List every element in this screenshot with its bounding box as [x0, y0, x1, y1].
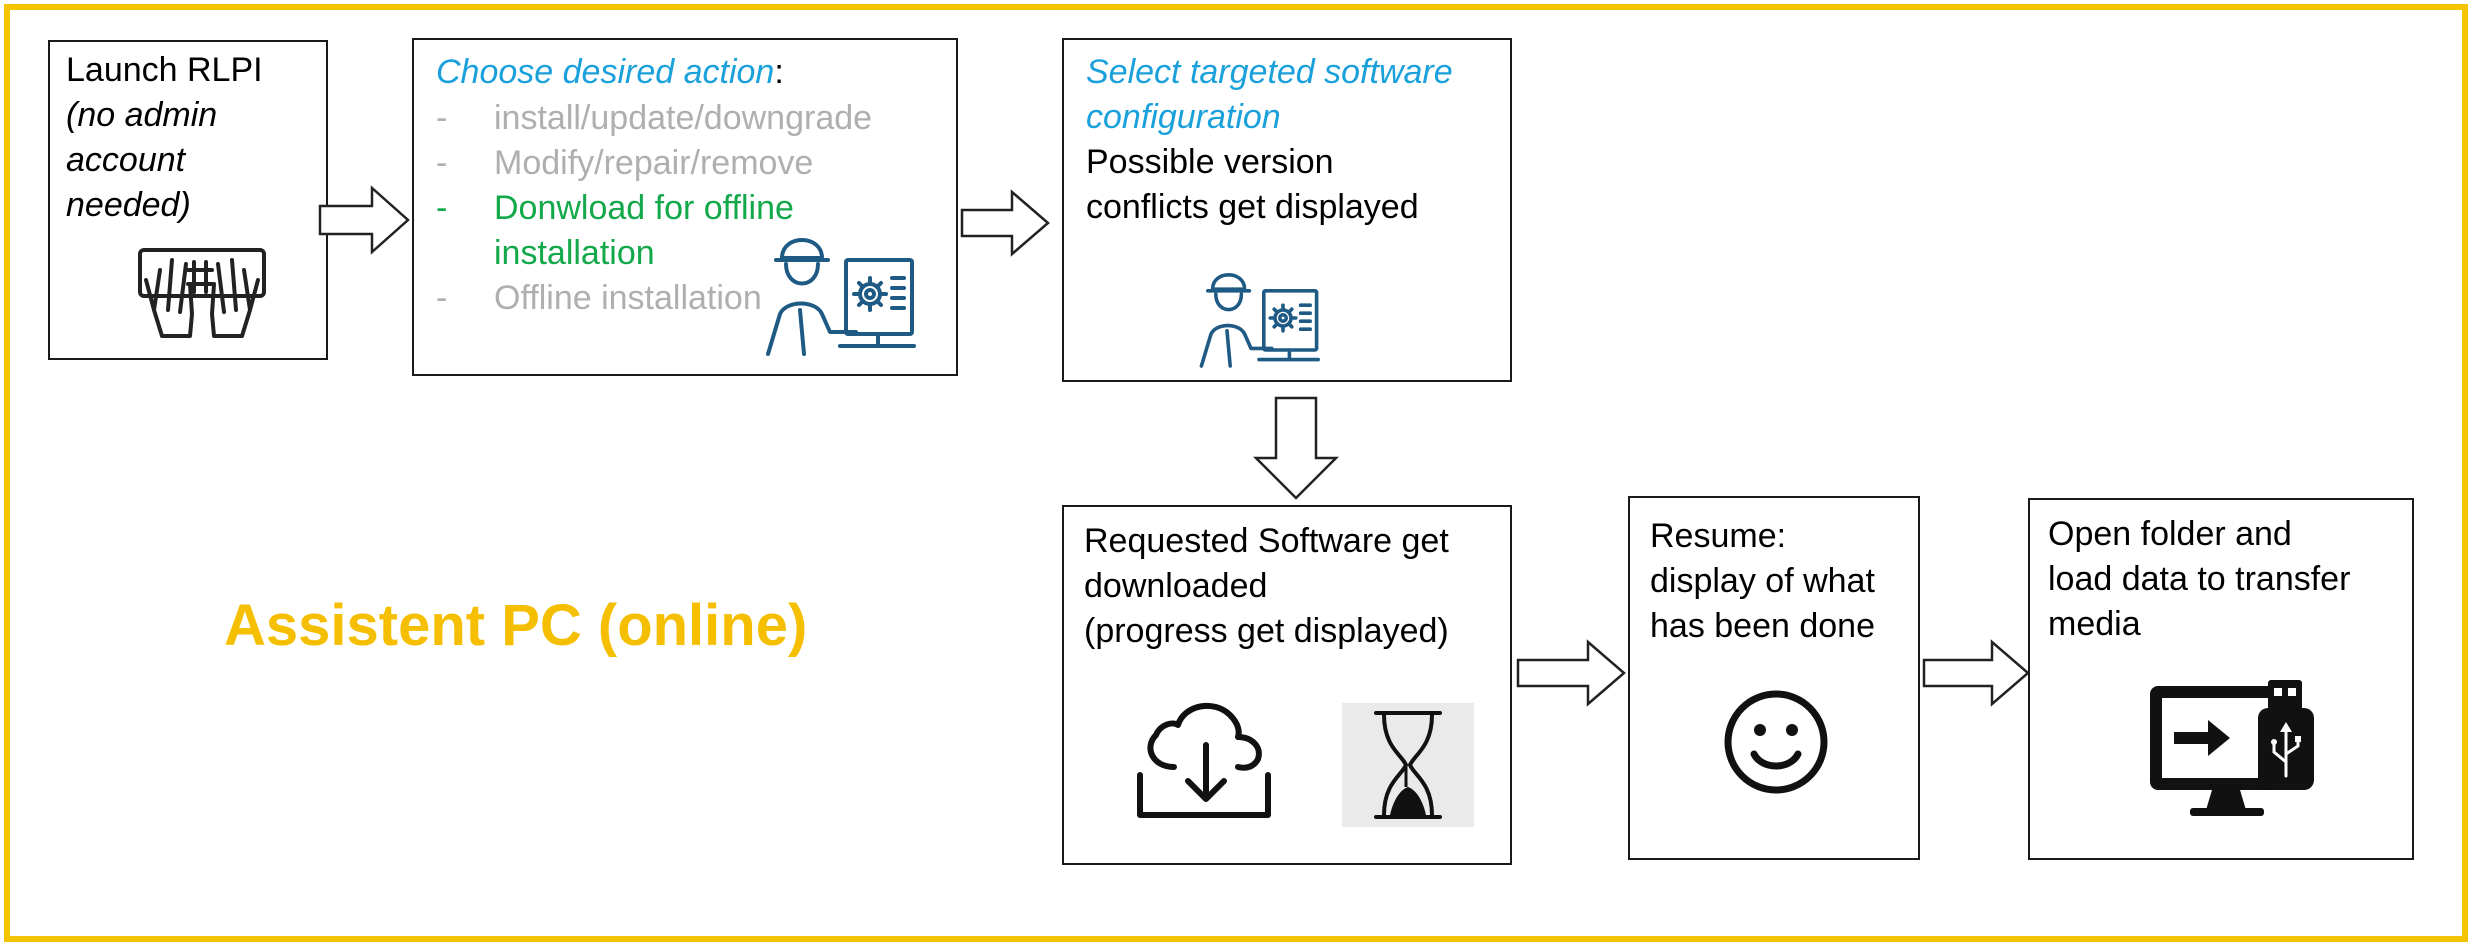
- section-title: Assistent PC (online): [224, 593, 808, 658]
- option-dash: -: [436, 99, 448, 137]
- hourglass-icon: [1342, 703, 1474, 827]
- step-launch-note-1: (no admin: [66, 96, 218, 134]
- transfer-line-2: load data to transfer: [2048, 560, 2351, 598]
- step-resume-box: Resume: display of what has been done: [1628, 496, 1920, 860]
- option-modify-repair-remove: Modify/repair/remove: [494, 144, 814, 182]
- flow-arrow-right-3: [1516, 639, 1626, 707]
- step-download-box: Requested Software get downloaded (progr…: [1062, 505, 1512, 865]
- assistent-pc-frame: [4, 4, 2468, 942]
- option-download-offline-cont: installation: [494, 234, 655, 272]
- step-launch-title: Launch RLPI: [66, 51, 263, 89]
- option-download-offline: Donwload for offline: [494, 189, 794, 227]
- step-launch-box: Launch RLPI (no admin account needed): [48, 40, 328, 360]
- download-line-1: Requested Software get: [1084, 522, 1449, 560]
- step-transfer-box: Open folder and load data to transfer me…: [2028, 498, 2414, 860]
- flow-arrow-right-2: [960, 189, 1050, 257]
- flow-arrow-right-4: [1922, 639, 2030, 707]
- flow-arrow-down: [1252, 396, 1340, 500]
- step-choose-action-box: Choose desired action: - install/update/…: [412, 38, 958, 376]
- download-line-2: downloaded: [1084, 567, 1268, 605]
- choose-action-heading: Choose desired action:: [436, 53, 784, 91]
- resume-line-2: display of what: [1650, 562, 1875, 600]
- option-dash: -: [436, 189, 448, 227]
- typing-hands-icon: [138, 248, 266, 338]
- engineer-workstation-icon: [1199, 273, 1320, 368]
- option-offline-installation: Offline installation: [494, 279, 762, 317]
- resume-title: Resume:: [1650, 517, 1787, 555]
- option-install-update-downgrade: install/update/downgrade: [494, 99, 873, 137]
- select-config-body-1: Possible version: [1086, 143, 1334, 181]
- option-dash: -: [436, 144, 448, 182]
- engineer-workstation-icon: [766, 238, 916, 356]
- smiley-icon: [1724, 690, 1828, 794]
- download-line-3: (progress get displayed): [1084, 612, 1449, 650]
- select-config-heading-1: Select targeted software: [1086, 53, 1453, 91]
- transfer-line-3: media: [2048, 605, 2141, 643]
- monitor-usb-transfer-icon: [2150, 680, 2314, 816]
- select-config-body-2: conflicts get displayed: [1086, 188, 1419, 226]
- option-dash: -: [436, 279, 448, 317]
- select-config-heading-2: configuration: [1086, 98, 1281, 136]
- step-launch-note-3: needed): [66, 186, 191, 224]
- cloud-download-icon: [1137, 703, 1271, 818]
- resume-line-3: has been done: [1650, 607, 1875, 645]
- step-launch-note-2: account: [66, 141, 186, 179]
- flow-arrow-right-1: [318, 185, 410, 255]
- transfer-line-1: Open folder and: [2048, 515, 2292, 553]
- step-select-configuration-box: Select targeted software configuration P…: [1062, 38, 1512, 382]
